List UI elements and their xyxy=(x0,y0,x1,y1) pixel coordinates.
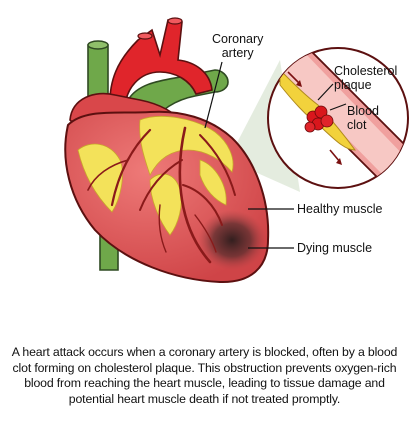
aorta xyxy=(108,17,213,113)
label-coronary-artery-line2: artery xyxy=(221,46,254,60)
dying-muscle-region xyxy=(198,210,266,270)
coronary-vessels xyxy=(87,126,236,264)
leader-lines xyxy=(204,61,347,249)
label-cholesterol-plaque: Cholesterol plaque xyxy=(334,64,397,92)
heart-attack-diagram xyxy=(64,17,409,284)
label-cholesterol-plaque-line2: plaque xyxy=(334,78,372,92)
label-coronary-artery: Coronary artery xyxy=(212,32,263,60)
label-dying-muscle: Dying muscle xyxy=(297,241,373,255)
blood-clot xyxy=(304,105,334,133)
label-cholesterol-plaque-line1: Cholesterol xyxy=(334,64,398,78)
label-coronary-artery-line1: Coronary xyxy=(212,32,264,46)
label-blood-clot-line2: clot xyxy=(347,118,367,132)
label-blood-clot: Blood clot xyxy=(347,104,379,132)
label-healthy-muscle: Healthy muscle xyxy=(297,202,383,216)
epicardial-fat xyxy=(77,116,234,236)
magnified-artery-view xyxy=(267,47,409,189)
label-blood-clot-line1: Blood xyxy=(347,104,379,118)
caption-text: A heart attack occurs when a coronary ar… xyxy=(11,345,398,406)
